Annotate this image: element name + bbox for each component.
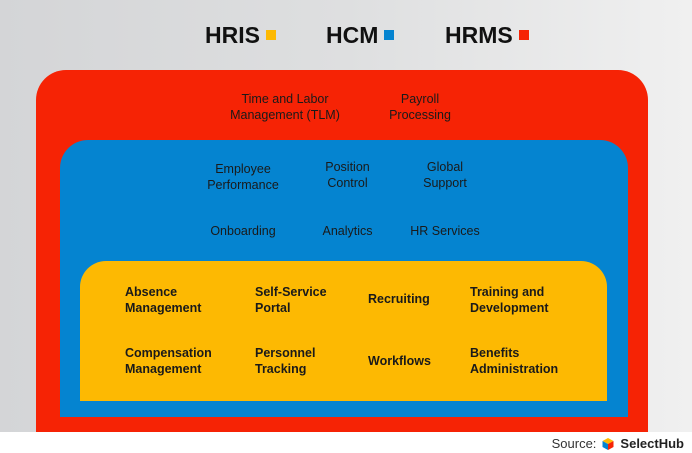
legend-label: HCM	[326, 22, 379, 48]
hcm-item-onboarding: Onboarding	[210, 224, 276, 238]
hris-item-self-service-portal: Self-Service Portal	[255, 285, 327, 315]
hrms-item-tlm: Time and Labor Management (TLM)	[230, 92, 340, 122]
hrms-color-swatch-icon	[518, 30, 529, 40]
legend: HRIS HCM HRMS	[0, 20, 692, 50]
hris-item-absence-management: Absence Management	[125, 285, 202, 315]
hris-layer	[80, 261, 607, 401]
hcm-item-hr-services: HR Services	[410, 224, 480, 238]
hcm-color-swatch-icon	[384, 30, 395, 40]
legend-label: HRIS	[205, 22, 260, 48]
hris-item-compensation-management: Compensation Management	[125, 346, 212, 376]
hcm-item-analytics: Analytics	[322, 224, 373, 238]
hcm-item-position-control: Position Control	[325, 160, 370, 190]
selecthub-logo-icon	[602, 437, 614, 450]
hris-item-training-development: Training and Development	[470, 285, 549, 315]
source-label: Source:	[551, 436, 597, 451]
brand-name: SelectHub	[620, 436, 684, 451]
hcm-item-employee-performance: Employee Performance	[207, 162, 279, 192]
hris-color-swatch-icon	[265, 30, 276, 40]
hrms-item-payroll: Payroll Processing	[389, 92, 451, 122]
hris-item-workflows: Workflows	[368, 354, 431, 368]
legend-item-hris: HRIS	[205, 20, 276, 50]
legend-item-hcm: HCM	[326, 20, 395, 50]
hris-item-recruiting: Recruiting	[368, 292, 430, 306]
legend-label: HRMS	[445, 22, 513, 48]
hris-item-benefits-administration: Benefits Administration	[470, 346, 559, 376]
source-credit: Source: SelectHub	[552, 436, 684, 451]
hcm-item-global-support: Global Support	[423, 160, 467, 190]
hris-item-personnel-tracking: Personnel Tracking	[255, 346, 316, 376]
legend-item-hrms: HRMS	[445, 20, 529, 50]
